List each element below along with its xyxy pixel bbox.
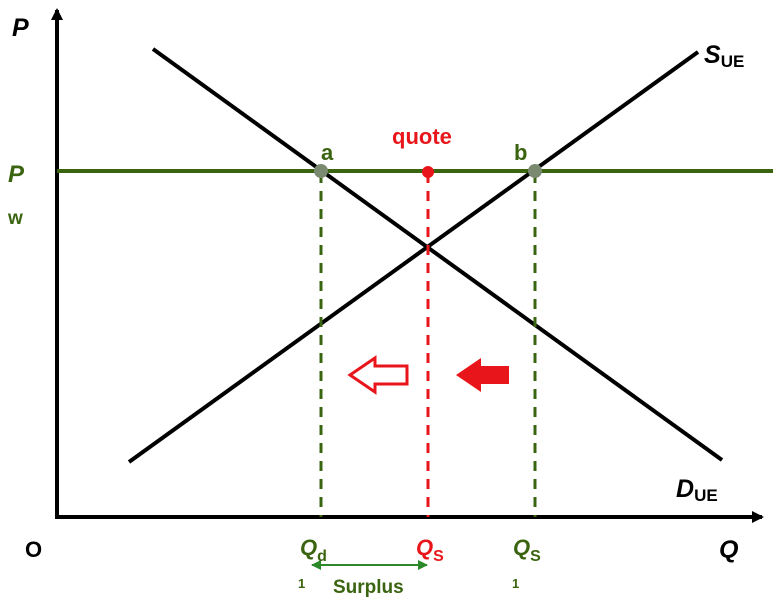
qd1-subscript-index: 1 [298,576,305,591]
origin-label: O [25,537,42,562]
quote-label: quote [392,124,452,149]
quote-dot [422,166,434,178]
world-price-subscript: w [7,208,23,229]
qs-label: QS [416,535,444,565]
qs1-label: QS [513,535,541,565]
world-price-label: P [8,161,25,188]
demand-curve-label: DUE [676,475,718,505]
supply-curve-label: SUE [704,41,744,71]
surplus-label: Surplus [333,577,404,598]
point-b-label: b [514,140,527,165]
point-a-dot [314,164,328,178]
y-axis-label: P [12,14,29,42]
hollow-left-arrow-icon [347,355,409,395]
supply-curve [127,50,700,464]
x-axis-label: Q [719,536,739,564]
qd1-label: Qd [300,535,327,565]
point-a-label: a [321,140,334,165]
demand-curve [151,47,724,462]
solid-left-arrow-icon [456,358,509,392]
point-b-dot [528,164,542,178]
qs1-subscript-index: 1 [512,576,519,591]
